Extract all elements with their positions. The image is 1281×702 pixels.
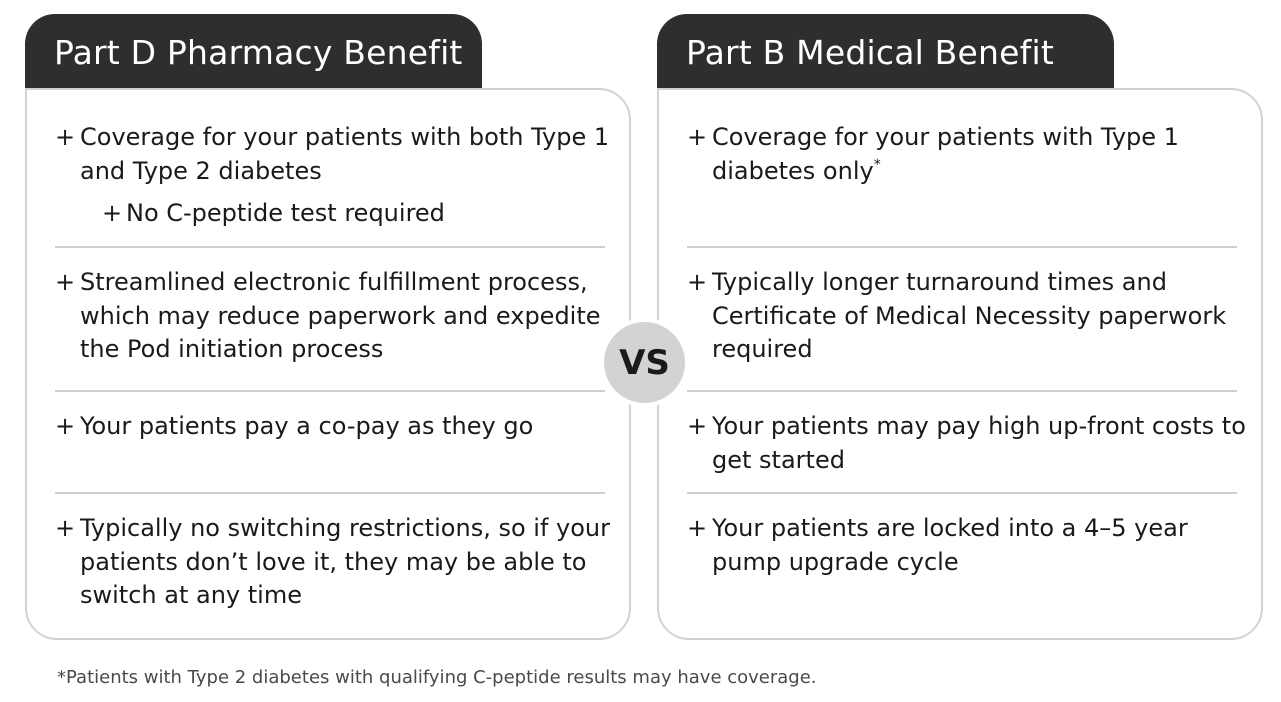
pharmacy-benefit-panel: + Coverage for your patients with both T… [25,88,631,640]
plus-icon: + [687,123,708,151]
list-item: + Typically no switching restrictions, s… [55,512,615,613]
divider [687,246,1237,248]
list-item-text: Your patients are locked into a 4–5 year… [712,514,1188,576]
divider [687,492,1237,494]
pharmacy-benefit-title: Part D Pharmacy Benefit [54,33,463,72]
list-item: + Your patients may pay high up-front co… [687,410,1247,477]
list-item-text: Typically no switching restrictions, so … [80,514,610,609]
medical-benefit-title: Part B Medical Benefit [686,33,1054,72]
divider [687,390,1237,392]
plus-icon: + [687,514,708,542]
list-item-text: Your patients pay a co-pay as they go [80,412,534,440]
plus-icon: + [687,268,708,296]
vs-badge: VS [604,322,685,403]
pharmacy-benefit-tab: Part D Pharmacy Benefit [25,14,482,88]
divider [55,492,605,494]
plus-icon: + [55,412,76,440]
vs-label: VS [619,342,670,383]
medical-benefit-tab: Part B Medical Benefit [657,14,1114,88]
plus-icon: + [55,123,76,151]
plus-icon: + [55,268,76,296]
divider [55,390,605,392]
list-item: + Your patients are locked into a 4–5 ye… [687,512,1247,579]
plus-icon: + [55,514,76,542]
plus-icon: + [687,412,708,440]
list-item: + Your patients pay a co-pay as they go [55,410,615,444]
sub-list-item: + No C-peptide test required [102,197,445,231]
list-item-text: Your patients may pay high up-front cost… [712,412,1246,474]
footnote-marker: * [873,156,881,173]
divider [55,246,605,248]
list-item-text: Streamlined electronic fulfillment proce… [80,268,601,363]
list-item: + Streamlined electronic fulfillment pro… [55,266,615,367]
list-item: + Coverage for your patients with Type 1… [687,121,1247,188]
medical-benefit-panel: + Coverage for your patients with Type 1… [657,88,1263,640]
plus-icon: + [102,199,123,227]
sub-list-item-text: No C-peptide test required [126,199,445,227]
list-item: + Coverage for your patients with both T… [55,121,615,188]
list-item-text: Typically longer turnaround times and Ce… [712,268,1227,363]
list-item-text: Coverage for your patients with Type 1 d… [712,123,1179,185]
footnote: *Patients with Type 2 diabetes with qual… [57,667,817,688]
list-item: + Typically longer turnaround times and … [687,266,1247,367]
list-item-text: Coverage for your patients with both Typ… [80,123,610,185]
